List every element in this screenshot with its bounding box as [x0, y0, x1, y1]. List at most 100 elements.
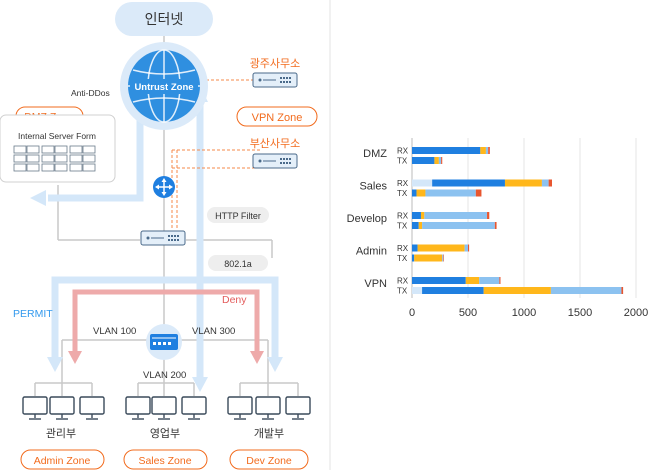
sub-label: TX — [397, 254, 408, 263]
svg-text:인터넷: 인터넷 — [145, 11, 184, 27]
group-label: VPN — [364, 278, 387, 290]
pc-monitor-icon — [181, 396, 207, 415]
server-unit-icon — [26, 163, 40, 172]
sub-label: TX — [397, 157, 408, 166]
server-unit-icon — [54, 163, 68, 172]
bar-segment — [416, 189, 426, 197]
gwangju-office-label: 광주사무소 — [250, 57, 301, 70]
dept-sales-label: 영업부 — [150, 427, 180, 440]
group-label: DMZ — [363, 148, 387, 160]
bar-segment — [441, 157, 443, 164]
sub-label: TX — [397, 222, 408, 231]
dept-dev-label: 개발부 — [254, 427, 284, 440]
vpn-zone-badge — [236, 106, 318, 127]
vlan300-label: VLAN 300 — [192, 326, 235, 337]
http-filter-label: HTTP Filter — [215, 211, 261, 221]
bar-segment — [475, 189, 482, 197]
bar-segment — [414, 254, 443, 262]
x-tick-label: 1500 — [568, 307, 592, 319]
bar-segment — [479, 277, 500, 284]
bar-segment — [442, 254, 444, 262]
group-label: Admin — [356, 246, 387, 258]
bar-segment — [488, 147, 490, 154]
bar-segment — [418, 222, 423, 229]
vpn-zone-label: VPN Zone — [252, 112, 303, 124]
permit-label: PERMIT — [13, 308, 53, 320]
server-unit-icon — [41, 154, 55, 163]
vlan100-label: VLAN 100 — [93, 326, 136, 337]
x-tick-label: 500 — [459, 307, 477, 319]
bar-segment — [412, 179, 433, 187]
server-unit-icon — [26, 145, 40, 154]
sub-label: RX — [397, 244, 409, 253]
bar-segment — [412, 147, 481, 154]
bar-segment — [483, 287, 551, 294]
pc-monitor-icon — [151, 396, 177, 415]
pc-monitor-icon — [285, 396, 311, 415]
bar-segment — [412, 157, 435, 164]
filter-device-icon — [140, 230, 186, 246]
sub-label: RX — [397, 147, 409, 156]
bar-segment — [480, 147, 486, 154]
pc-monitor-icon — [227, 396, 253, 415]
vlan200-label: VLAN 200 — [143, 370, 186, 381]
server-unit-icon — [54, 154, 68, 163]
sub-label: TX — [397, 287, 408, 296]
bar-segment — [443, 254, 444, 262]
bar-segment — [621, 287, 624, 294]
bar-segment — [464, 244, 468, 252]
bar-segment — [420, 212, 425, 219]
admin-zone-badge — [20, 449, 105, 470]
bar-segment — [504, 179, 542, 187]
x-tick-label: 1000 — [512, 307, 536, 319]
pc-monitor-icon — [125, 396, 151, 415]
sub-label: TX — [397, 189, 408, 198]
bar-segment — [499, 277, 501, 284]
server-unit-icon — [13, 145, 27, 154]
core-switch-icon — [146, 324, 182, 360]
http-filter-badge — [207, 207, 269, 223]
bar-segment — [425, 189, 476, 197]
busan-vpn-device-icon — [252, 153, 298, 169]
bar-segment — [412, 287, 423, 294]
svg-text:Internal Server Form: Internal Server Form — [18, 131, 96, 141]
bar-segment — [468, 244, 470, 252]
bar-segment — [434, 157, 439, 164]
deny-label: Deny — [222, 294, 247, 306]
server-unit-icon — [82, 154, 96, 163]
bar-segment — [438, 157, 442, 164]
sub-label: RX — [397, 179, 409, 188]
svg-text:Untrust Zone: Untrust Zone — [134, 82, 193, 93]
permit-paths — [48, 100, 279, 385]
pc-monitor-icon — [22, 396, 48, 415]
bar-segment — [487, 212, 490, 219]
pc-icons — [22, 396, 311, 420]
bar-segment — [541, 179, 549, 187]
anti-ddos-label: Anti-DDos — [71, 88, 110, 98]
bar-segment — [412, 277, 466, 284]
server-unit-icon — [82, 163, 96, 172]
bar-segment — [422, 287, 484, 294]
bar-segment — [550, 287, 622, 294]
busan-office-label: 부산사무소 — [250, 137, 301, 150]
server-unit-icon — [41, 145, 55, 154]
bar-segment — [494, 222, 497, 229]
untrust-zone-globe: Untrust Zone — [120, 42, 208, 130]
dept-admin-label: 관리부 — [46, 427, 76, 440]
x-tick-label: 0 — [409, 307, 415, 319]
deny-arrowheads — [68, 351, 264, 364]
bar-segment — [465, 277, 480, 284]
server-rack-icons — [13, 145, 96, 172]
deny-path — [72, 289, 260, 355]
bar-segment — [412, 212, 421, 219]
internet-node: 인터넷 — [115, 2, 213, 36]
bar-segment — [432, 179, 505, 187]
server-unit-icon — [54, 145, 68, 154]
bar-segment — [485, 147, 489, 154]
bar-segment — [412, 222, 419, 229]
x-tick-label: 2000 — [624, 307, 648, 319]
bar-segment — [412, 254, 415, 262]
bar-segment — [412, 244, 418, 252]
